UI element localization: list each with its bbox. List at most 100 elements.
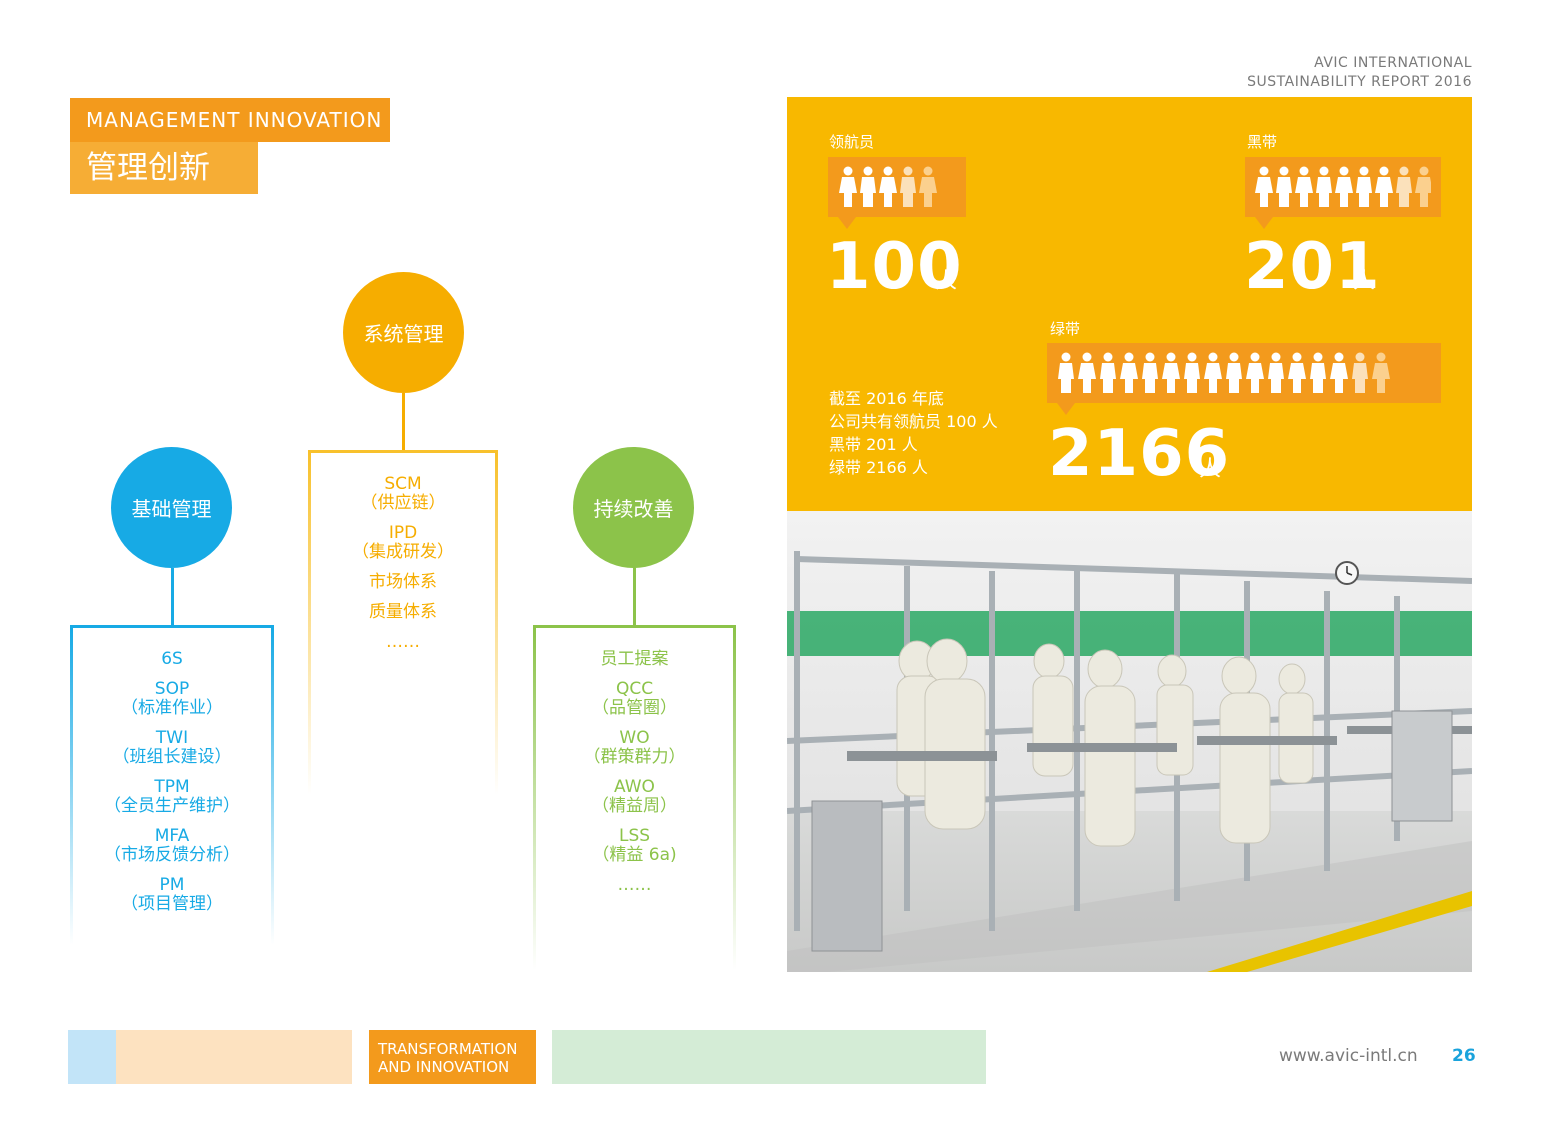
list-item-main: LSS <box>618 826 651 846</box>
list-item-sub: （精益周） <box>592 796 677 816</box>
person-icon <box>900 166 916 207</box>
basic-connector <box>171 568 174 626</box>
list-item-sub: （供应链） <box>360 493 446 513</box>
person-icon <box>1120 352 1138 393</box>
person-icon <box>1058 352 1074 393</box>
list-item: SOP（标准作业） <box>73 680 271 718</box>
report-title: SUSTAINABILITY REPORT 2016 <box>1247 74 1472 90</box>
list-item: AWO（精益周） <box>536 778 733 816</box>
list-item: …… <box>311 633 495 652</box>
continuous-improvement-circle: 持续改善 <box>573 447 694 568</box>
system-management-circle: 系统管理 <box>343 272 464 393</box>
navigator-unit: 人 <box>935 269 958 294</box>
footer-section-tag: TRANSFORMATION AND INNOVATION <box>369 1030 536 1084</box>
list-item-main: 市场体系 <box>369 572 437 592</box>
system-items: SCM（供应链） IPD（集成研发） 市场体系质量体系 …… <box>311 475 495 663</box>
person-icon <box>1255 166 1273 207</box>
person-icon <box>1415 166 1431 207</box>
person-icon <box>1330 352 1348 393</box>
footer-bar-green <box>552 1030 986 1084</box>
footer-tag-line: TRANSFORMATION <box>378 1040 518 1058</box>
basic-management-title: 基础管理 <box>131 497 212 521</box>
navigator-count: 100 <box>826 230 963 304</box>
person-icon <box>1288 352 1306 393</box>
list-item-sub: （项目管理） <box>121 894 223 914</box>
navigator-people-box <box>828 157 966 229</box>
person-icon <box>1184 352 1200 393</box>
list-item-main: QCC <box>615 679 654 699</box>
list-item: TPM（全员生产维护） <box>73 778 271 816</box>
list-item: SCM（供应链） <box>311 475 495 513</box>
list-item-main: …… <box>386 632 420 652</box>
list-item: 质量体系 <box>311 603 495 622</box>
list-item: 市场体系 <box>311 573 495 592</box>
person-icon <box>1352 352 1368 393</box>
list-item: QCC（品管圈） <box>536 680 733 718</box>
person-icon <box>879 166 897 207</box>
person-icon <box>1246 352 1264 393</box>
list-item-main: PM <box>159 875 185 895</box>
list-item-main: …… <box>617 875 652 895</box>
note-line: 黑带 201 人 <box>829 435 918 454</box>
note-line: 公司共有领航员 100 人 <box>829 412 998 431</box>
list-item-main: TWI <box>155 728 189 748</box>
report-header: AVIC INTERNATIONAL SUSTAINABILITY REPORT… <box>1247 54 1472 92</box>
list-item-main: WO <box>619 728 650 748</box>
list-item-main: SCM <box>384 474 422 494</box>
list-item-main: SOP <box>154 679 190 699</box>
person-icon <box>1078 352 1096 393</box>
person-icon <box>1335 166 1353 207</box>
section-title-en: MANAGEMENT INNOVATION <box>70 98 390 142</box>
footer-bar-blue <box>68 1030 116 1084</box>
basic-list-box: 6S SOP（标准作业） TWI（班组长建设） TPM（全员生产维护） MFA（市场反馈… <box>70 625 274 945</box>
page-number: 26 <box>1452 1046 1476 1066</box>
list-item-sub: （标准作业） <box>121 698 223 718</box>
person-icon <box>1276 166 1292 207</box>
list-item: TWI（班组长建设） <box>73 729 271 767</box>
website-link[interactable]: www.avic-intl.cn <box>1279 1046 1418 1066</box>
people-icons <box>1058 352 1390 393</box>
list-item-main: MFA <box>154 826 190 846</box>
list-item-sub: （群策群力） <box>583 747 686 767</box>
person-icon <box>1226 352 1242 393</box>
green-belt-count: 2166 <box>1048 417 1231 491</box>
note-line: 截至 2016 年底 <box>829 389 944 408</box>
list-item-sub: （班组长建设） <box>112 747 232 767</box>
report-org: AVIC INTERNATIONAL <box>1314 55 1472 71</box>
black-belt-unit: 人 <box>1353 269 1376 294</box>
list-item-main: 员工提案 <box>600 649 669 669</box>
list-item: PM（项目管理） <box>73 876 271 914</box>
person-icon <box>839 166 857 207</box>
people-icons <box>839 166 937 207</box>
person-icon <box>1268 352 1284 393</box>
system-list-box: SCM（供应链） IPD（集成研发） 市场体系质量体系 …… <box>308 450 498 795</box>
person-icon <box>919 166 937 207</box>
continuous-connector <box>633 568 636 626</box>
green-belt-people-box <box>1047 343 1441 415</box>
person-icon <box>1204 352 1222 393</box>
list-item-main: IPD <box>388 523 418 543</box>
list-item-main: AWO <box>614 777 655 797</box>
note-line: 绿带 2166 人 <box>829 458 928 477</box>
list-item-sub: （品管圈） <box>592 698 677 718</box>
basic-management-circle: 基础管理 <box>111 447 232 568</box>
people-icons <box>1255 166 1431 207</box>
list-item-sub: （集成研发） <box>352 542 454 562</box>
person-icon <box>1142 352 1158 393</box>
belt-summary-note: 截至 2016 年底 公司共有领航员 100 人 黑带 201 人 绿带 216… <box>829 387 998 479</box>
person-icon <box>1356 166 1372 207</box>
list-item: 6S <box>73 650 271 669</box>
person-icon <box>1396 166 1412 207</box>
system-management-title: 系统管理 <box>363 322 444 346</box>
basic-items: 6S SOP（标准作业） TWI（班组长建设） TPM（全员生产维护） MFA（市场反馈… <box>73 650 271 925</box>
navigator-label: 领航员 <box>829 133 875 151</box>
black-belt-label: 黑带 <box>1247 133 1278 151</box>
footer-bar-peach <box>116 1030 352 1084</box>
list-item-main: TPM <box>154 777 190 797</box>
belt-statistics-panel: 领航员 100 人 黑带 201 人 绿 <box>787 97 1472 511</box>
list-item-sub: （市场反馈分析） <box>104 845 240 865</box>
cleanroom-workshop-photo <box>787 511 1472 972</box>
person-icon <box>1162 352 1180 393</box>
